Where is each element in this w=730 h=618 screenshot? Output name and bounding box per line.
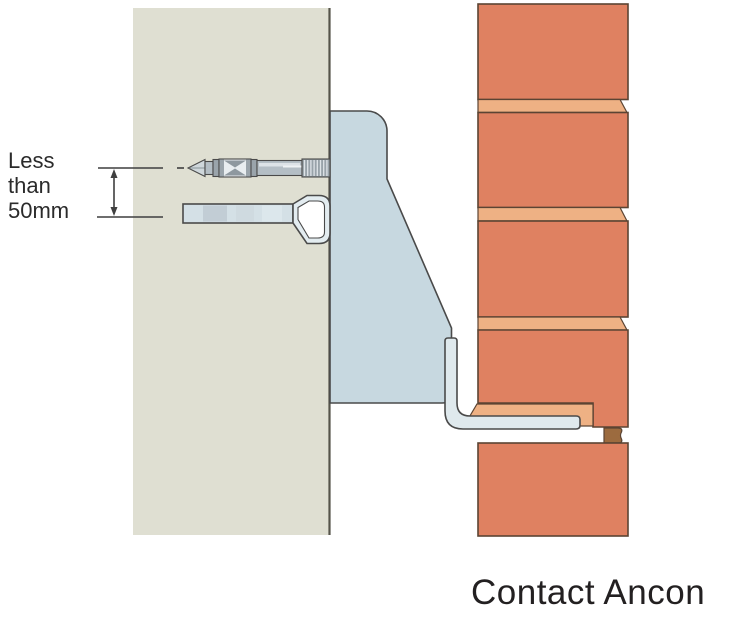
sleeve-dark-bottom-triangle [224,168,246,176]
dimension-label-line2: than [8,173,51,198]
strap-band-light [262,205,282,222]
strap-band-mid [236,205,254,222]
dimension-label: Less than 50mm [8,148,69,223]
anchor-bolt-collar-left [212,158,220,178]
anchor-bolt-shank [256,159,303,177]
brick-1 [477,3,629,101]
anchor-bolt-neck [204,160,214,176]
dimension-label-line1: Less [8,148,55,173]
dimension-label-line3: 50mm [8,198,70,223]
brick-3 [477,220,629,318]
wall-tie-loop-hole [297,200,326,239]
dimension-arrowhead-up [110,169,118,178]
mortar-joint-2 [477,206,628,222]
strap-band-dark [203,205,227,222]
sleeve-end-left [219,159,224,177]
brick-2 [477,111,629,209]
mortar-joint-1 [477,98,629,114]
mortar-joint-3 [477,316,629,331]
sleeve-dark-top-triangle [224,160,246,168]
sleeve-end-right [246,159,251,177]
thread-ticks [303,160,328,176]
caption-contact-ancon: Contact Ancon [471,573,706,612]
brick-5 [477,442,629,537]
shelf-angle [444,337,581,430]
brick-4-notched [477,329,629,428]
anchor-bolt-threaded-section [301,158,331,178]
brick-wall [462,3,629,537]
support-bracket [329,110,453,404]
wall-tie [182,194,331,245]
anchor-bolt-collar-right [250,158,258,178]
shank-highlight [259,163,300,167]
dimension-arrowhead-down [110,207,118,216]
anchor-bolt [186,158,331,178]
movement-joint-filler [603,427,623,444]
concrete-wall [133,8,330,535]
